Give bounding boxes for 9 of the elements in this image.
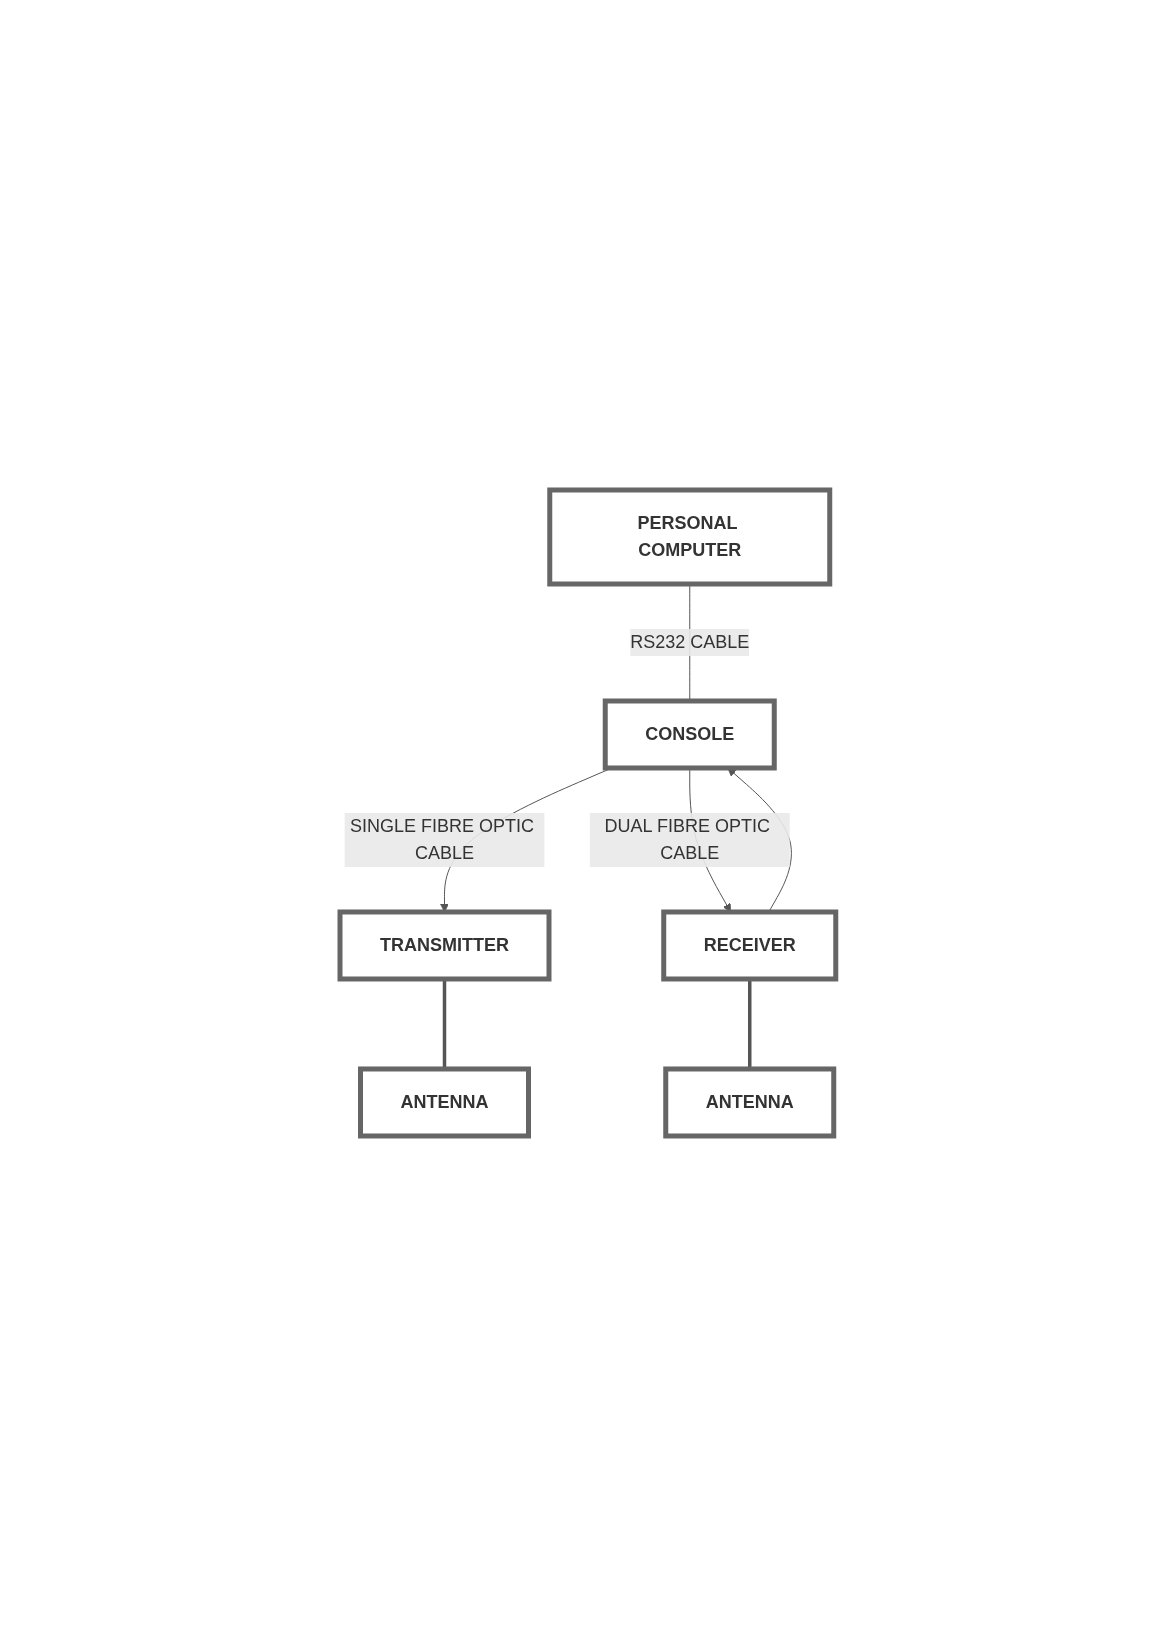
node-box: CONSOLE bbox=[602, 698, 777, 771]
edge-label: SINGLE FIBRE OPTIC CABLE bbox=[349, 815, 534, 863]
node-box: ANTENNA bbox=[357, 1066, 531, 1139]
node-box: ANTENNA bbox=[662, 1066, 836, 1139]
node-box: TRANSMITTER bbox=[337, 909, 552, 982]
node-box: PERSONAL COMPUTER bbox=[546, 487, 832, 587]
node-box: RECEIVER bbox=[660, 909, 838, 982]
edge-label: DUAL FIBRE OPTIC CABLE bbox=[604, 815, 770, 863]
edge-label: RS232 CABLE bbox=[629, 632, 749, 652]
